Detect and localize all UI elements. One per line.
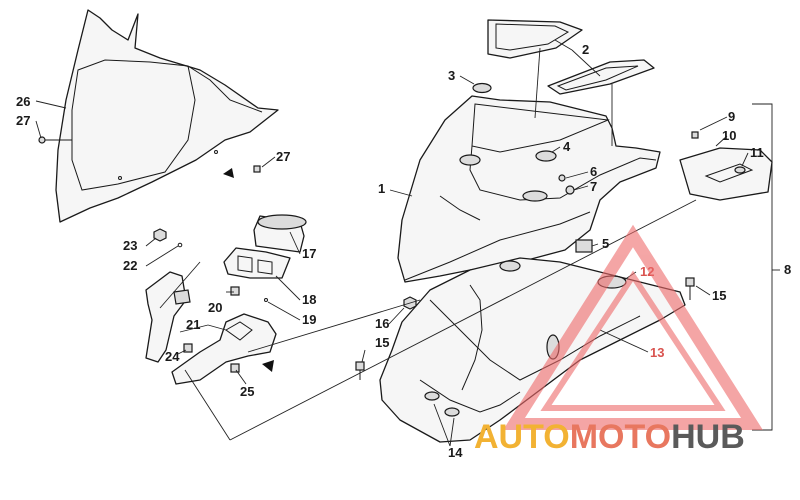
callout-3: 3 [448, 68, 455, 83]
screw-27-left [38, 136, 72, 144]
callout-24: 24 [165, 349, 180, 364]
watermark-triangle-icon [503, 224, 763, 430]
bracket-plate [679, 131, 773, 201]
hood-main [397, 95, 661, 283]
watermark-auto: AUTO [474, 418, 570, 456]
callout-26: 26 [16, 94, 30, 109]
bolt-20 [230, 286, 240, 296]
bolt-24 [183, 343, 193, 353]
screw-15-left [355, 361, 365, 380]
watermark: AUTOMOTOHUB [474, 224, 763, 456]
cover-panel-upper [487, 19, 583, 59]
callout-14: 14 [448, 445, 463, 460]
mount-arm-right [171, 313, 277, 385]
callout-9: 9 [728, 109, 735, 124]
bolt-25 [230, 363, 240, 373]
callout-8: 8 [784, 262, 791, 277]
callout-27-left: 27 [16, 113, 30, 128]
callout-2: 2 [582, 42, 589, 57]
windshield [55, 9, 279, 223]
bolt-23 [153, 228, 183, 248]
callout-5: 5 [602, 236, 609, 251]
gauge [253, 214, 307, 253]
callout-20: 20 [208, 300, 222, 315]
callout-27-right: 27 [276, 149, 290, 164]
connector-5 [575, 239, 593, 253]
callout-7: 7 [590, 179, 597, 194]
callout-6: 6 [590, 164, 597, 179]
screw-15-right [685, 277, 695, 300]
callout-18: 18 [302, 292, 316, 307]
grommet-4 [535, 150, 557, 162]
grommet-3 [472, 82, 492, 94]
arrow-marker-windshield [223, 168, 234, 178]
cover-panel-lower [547, 59, 655, 95]
callout-15-left: 15 [375, 335, 389, 350]
arrow-marker-arm [262, 360, 274, 372]
gauge-bracket [223, 247, 291, 302]
watermark-moto: MOTO [570, 418, 671, 456]
lower-cowl [379, 257, 686, 443]
callout-21: 21 [186, 317, 200, 332]
callout-13: 13 [650, 345, 664, 360]
watermark-hub: HUB [671, 418, 745, 456]
callout-labels: 26 27 27 1 2 3 4 6 7 5 9 10 11 8 12 13 1… [16, 42, 791, 460]
callout-10: 10 [722, 128, 736, 143]
callout-25: 25 [240, 384, 254, 399]
callout-15-right: 15 [712, 288, 726, 303]
mount-arm-left [145, 271, 191, 363]
callout-1: 1 [378, 181, 385, 196]
callout-22: 22 [123, 258, 137, 273]
watermark-text: AUTOMOTOHUB [474, 418, 745, 456]
callout-4: 4 [563, 139, 571, 154]
assembly-lines [159, 47, 697, 441]
callout-16: 16 [375, 316, 389, 331]
screw-27-right [253, 165, 261, 173]
callout-17: 17 [302, 246, 316, 261]
callout-11: 11 [750, 145, 764, 160]
callout-19: 19 [302, 312, 316, 327]
callout-23: 23 [123, 238, 137, 253]
